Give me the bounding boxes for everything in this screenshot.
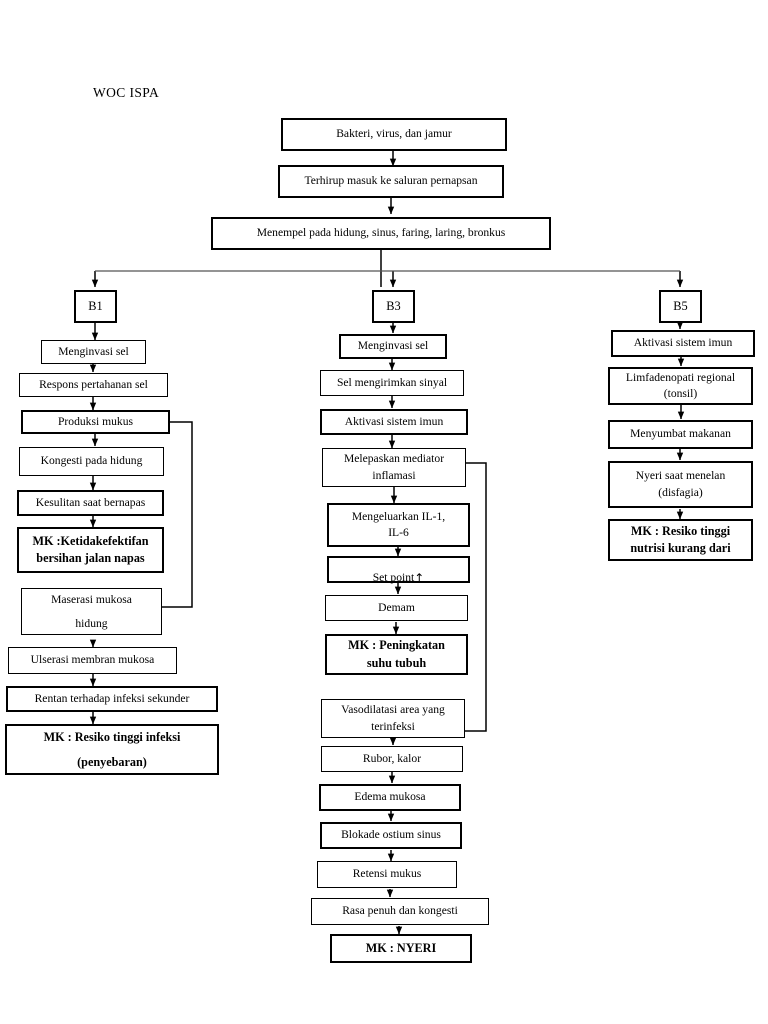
node-branch-b1: B1	[74, 290, 117, 323]
node-b3-setpoint: Set point↑	[327, 556, 470, 585]
node-b1-mk-airway: MK :Ketidakefektifan bersihan jalan napa…	[17, 527, 164, 573]
up-arrow-icon: ↑	[414, 570, 425, 585]
node-b5-immune-label: Aktivasi sistem imun	[633, 336, 733, 350]
node-branch-b3-label: B3	[386, 298, 401, 313]
node-b1-invade-label: Menginvasi sel	[58, 344, 129, 358]
node-b1-mucus-label: Produksi mukus	[57, 414, 134, 428]
node-b3-fever-label: Demam	[378, 600, 415, 614]
node-b5-lymphadenopathy: Limfadenopati regional (tonsil)	[608, 367, 753, 405]
node-b3-edema-label: Edema mukosa	[354, 790, 426, 804]
node-b1-mk-infection-label: MK : Resiko tinggi infeksi (penyebaran)	[43, 730, 181, 769]
node-inhaled: Terhirup masuk ke saluran pernapsan	[278, 165, 504, 198]
node-b3-retention-label: Retensi mukus	[352, 867, 422, 881]
node-source-label: Bakteri, virus, dan jamur	[336, 127, 452, 141]
node-b3-setpoint-label: Set point	[372, 570, 415, 584]
node-b1-susceptible-label: Rentan terhadap infeksi sekunder	[34, 691, 190, 705]
node-b3-interleukin: Mengeluarkan IL-1, IL-6	[327, 503, 470, 547]
node-b3-mk-pain-label: MK : NYERI	[365, 940, 437, 955]
node-branch-b3: B3	[372, 290, 415, 323]
node-b3-vasodilation-label: Vasodilatasi area yang terinfeksi	[341, 703, 445, 733]
node-b3-mk-pain: MK : NYERI	[330, 934, 472, 963]
node-b1-mucus: Produksi mukus	[21, 410, 170, 434]
node-b1-invade: Menginvasi sel	[41, 340, 146, 364]
node-b1-mk-airway-label: MK :Ketidakefektifan bersihan jalan napa…	[32, 533, 149, 565]
page-title: WOC ISPA	[93, 85, 160, 100]
node-b5-obstruct: Menyumbat makanan	[608, 420, 753, 449]
node-b3-rubor: Rubor, kalor	[321, 746, 463, 772]
node-b3-invade-label: Menginvasi sel	[357, 339, 429, 353]
node-b3-fullness-label: Rasa penuh dan kongesti	[342, 904, 458, 918]
node-b5-obstruct-label: Menyumbat makanan	[630, 427, 731, 441]
node-attachment-label: Menempel pada hidung, sinus, faring, lar…	[256, 226, 506, 240]
node-b3-mediator: Melepaskan mediator inflamasi	[322, 448, 466, 487]
node-b1-difficulty: Kesulitan saat bernapas	[17, 490, 164, 516]
node-b3-signal-label: Sel mengirimkan sinyal	[336, 375, 448, 389]
node-b1-susceptible: Rentan terhadap infeksi sekunder	[6, 686, 218, 712]
node-b5-mk-nutrition-label: MK : Resiko tinggi nutrisi kurang dari	[630, 523, 731, 555]
node-b3-rubor-label: Rubor, kalor	[362, 751, 422, 765]
node-b3-edema: Edema mukosa	[319, 784, 461, 811]
node-branch-b5: B5	[659, 290, 702, 323]
node-b3-retention: Retensi mukus	[317, 861, 457, 888]
node-b1-maceration: Maserasi mukosa hidung	[21, 588, 162, 635]
node-b3-fever: Demam	[325, 595, 468, 621]
node-b1-congestion: Kongesti pada hidung	[19, 447, 164, 476]
node-b3-mk-temperature-label: MK : Peningkatan suhu tubuh	[348, 638, 445, 670]
node-b3-signal: Sel mengirimkan sinyal	[320, 370, 464, 396]
node-b1-ulceration-label: Ulserasi membran mukosa	[30, 653, 155, 667]
node-b5-lymphadenopathy-label: Limfadenopati regional (tonsil)	[625, 370, 736, 400]
node-b5-immune: Aktivasi sistem imun	[611, 330, 755, 357]
node-b5-dysphagia-label: Nyeri saat menelan (disfagia)	[635, 469, 726, 499]
node-b1-defense-label: Respons pertahanan sel	[39, 377, 148, 391]
node-b3-interleukin-label: Mengeluarkan IL-1, IL-6	[351, 509, 446, 539]
node-b1-ulceration: Ulserasi membran mukosa	[8, 647, 177, 674]
node-b5-dysphagia: Nyeri saat menelan (disfagia)	[608, 461, 753, 508]
node-b5-mk-nutrition: MK : Resiko tinggi nutrisi kurang dari	[608, 519, 753, 561]
node-b1-mk-infection: MK : Resiko tinggi infeksi (penyebaran)	[5, 724, 219, 775]
node-b3-immune: Aktivasi sistem imun	[320, 409, 468, 435]
node-branch-b5-label: B5	[673, 298, 688, 313]
node-b3-immune-label: Aktivasi sistem imun	[344, 414, 444, 428]
node-attachment: Menempel pada hidung, sinus, faring, lar…	[211, 217, 551, 250]
node-inhaled-label: Terhirup masuk ke saluran pernapsan	[304, 174, 478, 188]
node-b3-blockade: Blokade ostium sinus	[320, 822, 462, 849]
node-b1-maceration-label: Maserasi mukosa hidung	[51, 593, 132, 630]
node-b3-fullness: Rasa penuh dan kongesti	[311, 898, 489, 925]
node-b3-invade: Menginvasi sel	[339, 334, 447, 359]
node-b1-congestion-label: Kongesti pada hidung	[40, 454, 143, 468]
node-b1-difficulty-label: Kesulitan saat bernapas	[35, 495, 146, 509]
node-b3-vasodilation: Vasodilatasi area yang terinfeksi	[321, 699, 465, 738]
node-b1-defense: Respons pertahanan sel	[19, 373, 168, 397]
node-b3-blockade-label: Blokade ostium sinus	[341, 828, 441, 842]
node-b3-mediator-label: Melepaskan mediator inflamasi	[343, 452, 445, 482]
node-source: Bakteri, virus, dan jamur	[281, 118, 507, 151]
node-branch-b1-label: B1	[88, 298, 103, 313]
node-b3-mk-temperature: MK : Peningkatan suhu tubuh	[325, 634, 468, 675]
